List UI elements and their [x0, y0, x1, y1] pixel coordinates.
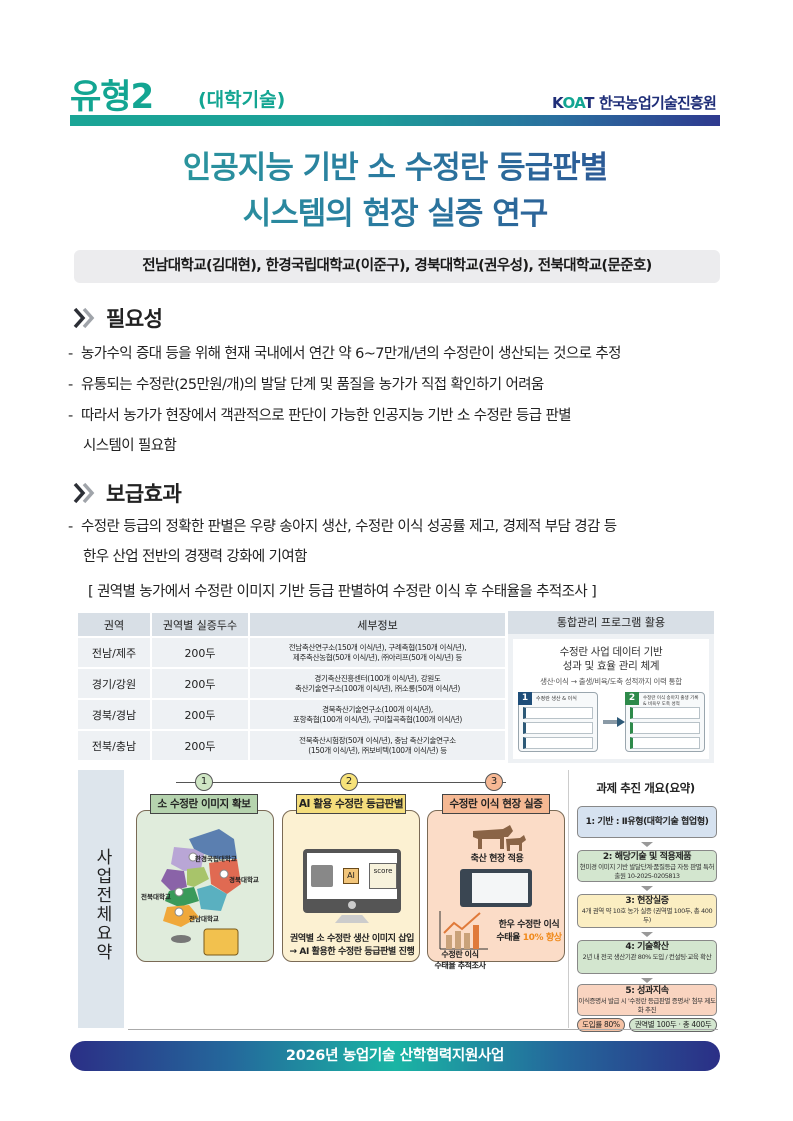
double-chevron-icon	[72, 482, 98, 504]
count-cell: 200두	[150, 731, 248, 760]
panel-ai-grading: AI score 권역별 소 수정란 생산 이미지 삽입→ AI 활용한 수정란…	[282, 810, 420, 962]
table-row: 경북/경남 200두 경북축산기술연구소(100개 이식/년),포항축협(100…	[78, 700, 505, 729]
region-cell: 전북/충남	[78, 731, 150, 760]
overview-box-3: 3: 현장실증 4개 권역 약 10호 농가 실증 (권역별 100두, 총 4…	[577, 894, 717, 928]
title-line-1: 인공지능 기반 소 수정란 등급판별	[70, 145, 720, 191]
org-name: 한국농업기술진흥원	[598, 94, 717, 112]
result-text: 한우 수정란 이식 수태율 10% 향상	[496, 920, 562, 943]
table-row: 전남/제주 200두 전남축산연구소(150개 이식/년), 구례축협(150개…	[78, 638, 505, 667]
bullet-continuation: 시스템이 필요함	[83, 438, 177, 454]
down-arrow-icon	[641, 932, 653, 937]
process-row	[630, 737, 700, 749]
page-header: 유형2 (대학기술) KOAT 한국농업기술진흥원	[70, 78, 720, 128]
process-row	[523, 737, 593, 749]
section-title: 필요성	[106, 307, 163, 331]
detail-cell: 경북축산기술연구소(100개 이식/년),포항축협(100개 이식/년), 구미…	[248, 700, 505, 729]
detail-cell: 전남축산연구소(150개 이식/년), 구례축협(150개 이식/년),제주축산…	[248, 638, 505, 667]
overview-box-4: 4: 기술확산 2년 내 전국 생산기관 80% 도입 / 컨설팅·교육 확산	[577, 940, 717, 974]
ribbon-step-2: AI 활용 수정란 등급판별	[296, 794, 406, 814]
process-box-2: 2 수정란 이식 송아지 출생 기록 & 비육우 도축 성적	[625, 692, 705, 752]
bullet-item: -수정란 등급의 정확한 판별은 우량 송아지 생산, 수정란 이식 성공률 제…	[68, 519, 617, 535]
column-header: 권역별 실증두수	[150, 613, 248, 636]
bullet-item: -유통되는 수정란(25만원/개)의 발달 단계 및 품질을 농가가 직접 확인…	[68, 377, 544, 393]
region-cell: 경기/강원	[78, 669, 150, 698]
monitor-icon: AI score	[303, 849, 401, 913]
count-cell: 200두	[150, 669, 248, 698]
authors-banner: 전남대학교(김대현), 한경국립대학교(이준구), 경북대학교(권우성), 전북…	[74, 250, 720, 283]
ribbon-step-1: 소 수정란 이미지 확보	[150, 794, 258, 814]
count-cell: 200두	[150, 700, 248, 729]
korea-map-icon	[161, 829, 241, 956]
detail-cell: 전북축산시험장(50개 이식/년), 충남 축산기술연구소(150개 이식/년)…	[248, 731, 505, 760]
figure-caption: [ 권역별 농가에서 수정란 이미지 기반 등급 판별하여 수정란 이식 후 수…	[88, 584, 597, 600]
down-arrow-icon	[641, 978, 653, 983]
growth-chart-icon	[439, 911, 488, 950]
program-header: 통합관리 프로그램 활용	[508, 611, 714, 634]
section-necessity-heading: 필요성	[72, 303, 163, 333]
summary-side-label: 사업전체요약	[78, 770, 124, 1028]
process-row	[630, 722, 700, 734]
down-arrow-icon	[641, 842, 653, 847]
monitor-stand	[335, 915, 369, 923]
region-cell: 경북/경남	[78, 700, 150, 729]
overview-box-2: 2: 해당기술 및 적용제품 현미경 이미지 기반 발달단계·품질등급 자동 판…	[577, 850, 717, 882]
arrow-right-icon	[603, 717, 625, 727]
bullet-continuation: 한우 산업 전반의 경쟁력 강화에 기여함	[83, 549, 307, 565]
cattle-icon	[473, 825, 526, 851]
summary-diagram: 사업전체요약 1 2 3 한경국립대학교 경북대학교 전북대학교 전남대학교	[78, 770, 722, 1035]
table-row: 전북/충남 200두 전북축산시험장(50개 이식/년), 충남 축산기술연구소…	[78, 731, 505, 760]
ribbon-step-3: 수정란 이식 현장 실증	[442, 794, 550, 814]
overview-column: 과제 추진 개요(요약) 1: 기반 : Ⅱ유형(대학기술 협업형) 2: 해당…	[568, 770, 722, 1032]
org-logo-group: KOAT 한국농업기술진흥원	[552, 92, 717, 113]
panel-image-collection: 한경국립대학교 경북대학교 전북대학교 전남대학교	[136, 810, 274, 962]
field-label: 축산 현장 적용	[470, 854, 524, 864]
divider	[128, 1029, 718, 1030]
map-label: 전북대학교	[141, 893, 171, 901]
process-box-1: 1 수정란 생산 & 이식	[518, 692, 598, 752]
footer-banner: 2026년 농업기술 산학협력지원사업	[70, 1041, 720, 1071]
bullet-item: -따라서 농가가 현장에서 객관적으로 판단이 가능한 인공지능 기반 소 수정…	[68, 408, 572, 424]
overview-box-1: 1: 기반 : Ⅱ유형(대학기술 협업형)	[577, 806, 717, 838]
koat-logo: KOAT	[552, 93, 594, 112]
title-line-2: 시스템의 현장 실증 연구	[70, 191, 720, 237]
double-chevron-icon	[72, 307, 98, 329]
overview-box-5: 5: 성과지속 이식증명서 발급 시 '수정란 등급판별 증명서' 첨부 제도화…	[577, 984, 717, 1016]
step-1-badge: 1	[195, 773, 213, 791]
program-subtitle: 생산·이식 → 출생/비육/도축 성적까지 이력 통합	[540, 677, 682, 686]
count-cell: 200두	[150, 638, 248, 667]
panel-caption: 권역별 소 수정란 생산 이미지 삽입→ AI 활용한 수정란 등급판별 진행	[289, 934, 415, 957]
section-title: 보급효과	[106, 482, 182, 506]
map-label: 한경국립대학교	[195, 855, 237, 863]
process-row	[523, 722, 593, 734]
trial-count-pill: 권역별 100두 · 총 400두	[629, 1018, 717, 1032]
step-2-badge: 2	[340, 773, 358, 791]
overview-heading: 과제 추진 개요(요약)	[596, 781, 695, 795]
region-cell: 전남/제주	[78, 638, 150, 667]
type-title: 유형2	[70, 77, 154, 117]
map-label: 전남대학교	[189, 915, 219, 923]
region-table: 권역 권역별 실증두수 세부정보 전남/제주 200두 전남축산연구소(150개…	[78, 611, 505, 762]
type-subtitle: (대학기술)	[198, 89, 286, 111]
process-row	[630, 707, 700, 719]
column-header: 권역	[78, 613, 150, 636]
section-effects-heading: 보급효과	[72, 478, 182, 508]
down-arrow-icon	[641, 886, 653, 891]
dashboard-icon	[460, 869, 532, 907]
map-label: 경북대학교	[229, 876, 259, 884]
page-title: 인공지능 기반 소 수정란 등급판별 시스템의 현장 실증 연구	[70, 145, 720, 237]
process-row	[523, 707, 593, 719]
header-gradient-bar	[70, 115, 720, 126]
adoption-rate-pill: 도입률 80%	[577, 1018, 625, 1032]
bullet-item: -농가수익 증대 등을 위해 현재 국내에서 연간 약 6~7만개/년의 수정란…	[68, 346, 621, 362]
step-3-badge: 3	[485, 773, 503, 791]
column-header: 세부정보	[248, 613, 505, 636]
